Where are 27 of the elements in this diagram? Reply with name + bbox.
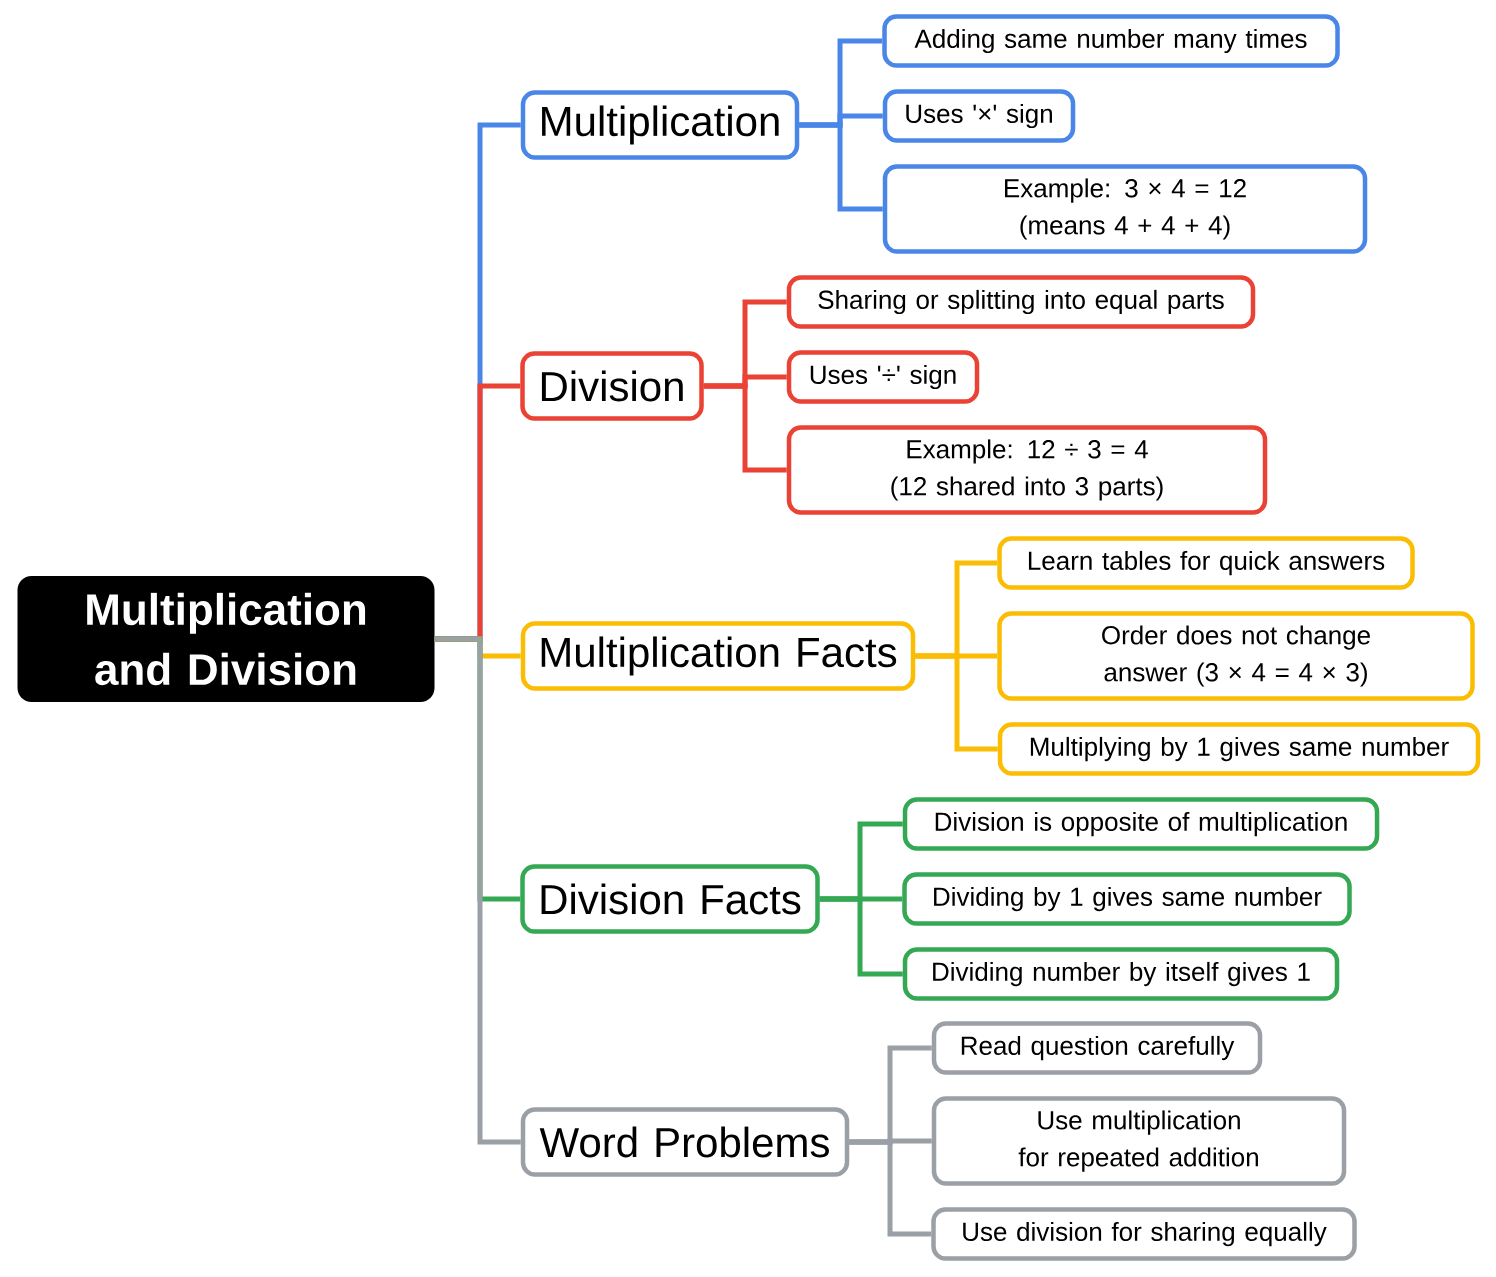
detail-box: Learn tables for quick answers <box>997 536 1415 590</box>
detail-box: Read question carefully <box>931 1021 1263 1075</box>
topic-box: Division Facts <box>520 864 820 934</box>
connector <box>703 383 787 473</box>
detail-box: Adding same number many times <box>882 14 1340 68</box>
detail-box: Dividing number by itself gives 1 <box>902 947 1340 1001</box>
detail-box: Sharing or splitting into equal parts <box>786 275 1256 329</box>
detail-box: Division is opposite of multiplication <box>902 797 1380 851</box>
detail-box: Example: 3 × 4 = 12 (means 4 + 4 + 4) <box>882 164 1368 254</box>
root-box: Multiplication and Division <box>17 576 435 702</box>
connector <box>819 896 903 977</box>
topic-box: Word Problems <box>520 1107 850 1177</box>
detail-box: Multiplying by 1 gives same number <box>997 722 1481 776</box>
detail-box: Use division for sharing equally <box>931 1207 1357 1261</box>
detail-box: Uses '×' sign <box>882 89 1076 143</box>
detail-box: Uses '÷' sign <box>786 350 980 404</box>
detail-box: Order does not change answer (3 × 4 = 4 × 3) <box>997 611 1475 701</box>
detail-box: Dividing by 1 gives same number <box>902 872 1352 926</box>
connector <box>434 636 521 1145</box>
topic-box: Multiplication Facts <box>520 621 916 691</box>
topic-box: Multiplication <box>520 90 800 160</box>
connector <box>915 653 998 752</box>
connector <box>799 122 883 212</box>
detail-box: Use multiplication for repeated addition <box>931 1096 1347 1186</box>
topic-box: Division <box>520 351 704 421</box>
connector <box>849 1139 932 1237</box>
detail-box: Example: 12 ÷ 3 = 4 (12 shared into 3 parts) <box>786 425 1268 515</box>
